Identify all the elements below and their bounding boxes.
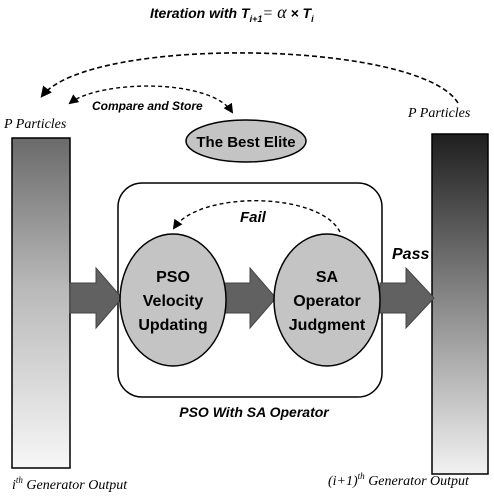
- fail-label: Fail: [240, 209, 267, 226]
- right-particles-label: P Particles: [407, 106, 471, 121]
- box-caption: PSO With SA Operator: [179, 404, 330, 420]
- pso-line2: Velocity: [143, 293, 204, 310]
- bottom-left-caption: ith Generator Output: [12, 475, 128, 493]
- bottom-left-i: i: [12, 478, 16, 493]
- iteration-arc: [40, 52, 459, 104]
- bottom-right-caption: (i+1)th Generator Output: [328, 471, 470, 489]
- left-particles-label: P Particles: [3, 117, 67, 132]
- title-sub1: i+1: [250, 14, 263, 24]
- arrow-pso-to-sa: [221, 266, 277, 330]
- title-prefix: Iteration with T: [150, 5, 251, 21]
- pso-line3: Updating: [138, 317, 207, 334]
- pass-label: Pass: [392, 246, 429, 263]
- fail-arc: [172, 200, 341, 233]
- sa-line1: SA: [316, 269, 339, 286]
- compare-store-label: Compare and Store: [92, 99, 203, 113]
- compare-store-arc: [68, 85, 234, 114]
- title-middle: =: [262, 5, 277, 22]
- left-generator-bar: [11, 137, 71, 469]
- title-alpha: α: [277, 2, 287, 22]
- sa-line3: Judgment: [289, 317, 366, 334]
- best-elite-label: The Best Elite: [196, 134, 295, 151]
- sa-ellipse: [273, 233, 381, 367]
- arrow-output: [379, 266, 435, 330]
- bottom-right-sup: th: [358, 471, 366, 481]
- bottom-left-sup: th: [16, 475, 24, 485]
- arrow-input: [69, 266, 123, 330]
- bottom-right-text: Generator Output: [365, 474, 470, 489]
- bottom-right-prefix: (i+1): [328, 474, 358, 489]
- title-sub2: i: [311, 14, 314, 24]
- right-generator-bar: [431, 133, 489, 475]
- title-formula: Iteration with Ti+1= α × Ti: [150, 2, 314, 24]
- pso-line1: PSO: [156, 269, 190, 286]
- pso-ellipse: [119, 233, 227, 367]
- sa-line2: Operator: [293, 293, 361, 310]
- best-elite-ellipse: [185, 119, 307, 163]
- title-times: × T: [287, 5, 313, 21]
- bottom-left-text: Generator Output: [23, 478, 128, 493]
